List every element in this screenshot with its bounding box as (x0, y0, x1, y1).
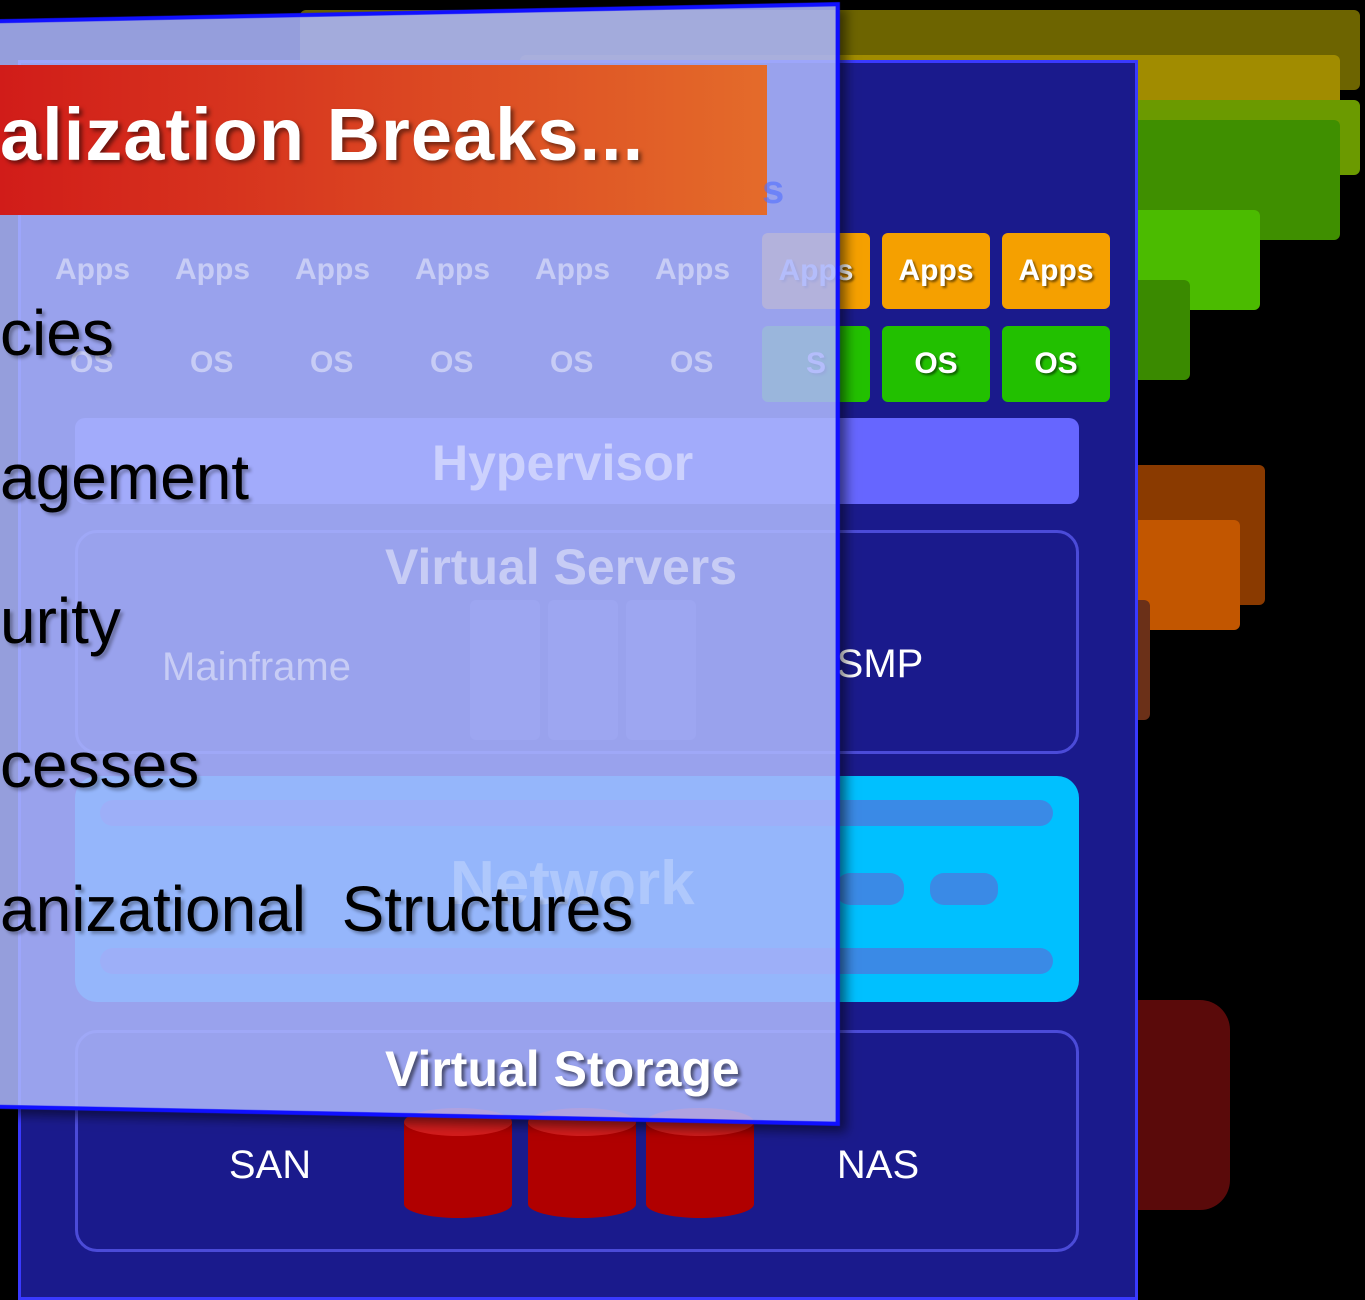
apps-label: Apps (898, 254, 974, 287)
bullet-management: agement (0, 441, 250, 513)
ghost-apps-label: Apps (175, 253, 250, 286)
os-label: OS (914, 347, 958, 380)
bullet-policies: cies (0, 297, 114, 369)
network-label: Network (450, 849, 695, 918)
ghost-os-label: OS (550, 346, 594, 379)
storage-cylinder-icon (646, 1108, 754, 1228)
apps-box: Apps (882, 233, 990, 309)
smp-label: SMP (836, 642, 924, 686)
overlay-title-bar (0, 65, 767, 215)
virtual-servers-label: Virtual Servers (385, 539, 738, 595)
nas-label: NAS (836, 1143, 920, 1187)
hypervisor-label: Hypervisor (432, 435, 694, 491)
ghost-os-label: OS (670, 346, 714, 379)
apps-label: Apps (1018, 254, 1094, 287)
ghost-os-label: OS (190, 346, 234, 379)
san-label: SAN (228, 1143, 312, 1187)
os-box: OS (1002, 326, 1110, 402)
bullet-processes: cesses (0, 729, 200, 801)
ghost-apps-label: Apps (55, 253, 130, 286)
storage-cylinder-icon (528, 1108, 636, 1228)
ghost-apps-label: Apps (535, 253, 610, 286)
os-box: OS (882, 326, 990, 402)
ghost-s-label: s (762, 168, 785, 212)
ghost-os-label: OS (310, 346, 354, 379)
ghost-os-label: OS (70, 346, 114, 379)
network-switch-icon (930, 873, 998, 905)
slide-title: alization Breaks... (0, 93, 645, 176)
mainframe-label: Mainframe (162, 645, 351, 689)
apps-box: Apps (1002, 233, 1110, 309)
network-switch-icon (836, 873, 904, 905)
ghost-apps-label: Apps (655, 253, 730, 286)
storage-cylinder-icon (404, 1108, 512, 1228)
ghost-apps-label: Apps (415, 253, 490, 286)
virtual-storage-label: Virtual Storage (385, 1041, 740, 1097)
os-label: OS (1034, 347, 1078, 380)
ghost-os-label: OS (430, 346, 474, 379)
bullet-organizational-structures: anizational Structures (0, 873, 634, 945)
ghost-apps-label: Apps (295, 253, 370, 286)
bullet-security: urity (0, 585, 121, 657)
